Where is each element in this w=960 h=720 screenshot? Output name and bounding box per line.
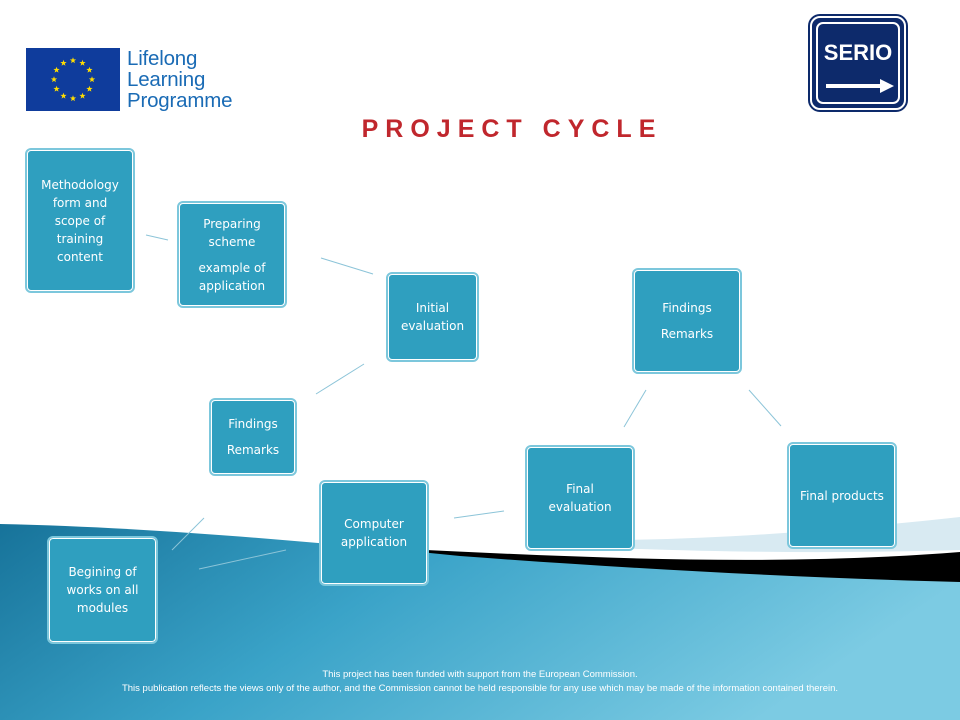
eu-star-icon	[53, 66, 60, 73]
node-initial-evaluation: Initial evaluation	[386, 272, 479, 362]
connector-line	[315, 363, 365, 395]
eu-star-icon	[79, 92, 86, 99]
node-text: application	[198, 278, 266, 293]
footer-line: This project has been funded with suppor…	[322, 669, 638, 680]
node-text: evaluation	[400, 319, 465, 333]
node-final-evaluation: Final evaluation	[525, 445, 635, 551]
footer-disclaimer: This project has been funded with suppor…	[0, 668, 960, 696]
eu-star-icon	[88, 76, 96, 83]
node-text: example of	[198, 260, 266, 275]
eu-star-icon	[60, 59, 67, 66]
logo-text: Lifelong Learning Programme	[127, 48, 232, 111]
logo-line: Programme	[127, 89, 233, 112]
connector-line	[453, 510, 505, 519]
eu-star-icon	[86, 85, 93, 92]
connector-line	[748, 389, 782, 427]
node-text: training	[56, 231, 104, 246]
node-text: content	[57, 249, 103, 264]
node-text: scope of	[54, 213, 106, 228]
node-preparing: Preparing scheme example of application	[177, 201, 287, 308]
connector-line	[171, 517, 205, 551]
connector-line	[623, 389, 647, 428]
connector-line	[198, 549, 287, 570]
node-text: application	[340, 535, 408, 549]
eu-star-icon	[53, 85, 60, 92]
connector-line	[145, 234, 169, 241]
arrow-right-icon	[826, 79, 894, 93]
node-text: Findings	[228, 417, 278, 431]
serio-label: SERIO	[823, 40, 893, 65]
serio-logo: SERIO	[808, 14, 908, 112]
logo-line: Lifelong	[127, 47, 198, 70]
eu-star-icon	[79, 59, 86, 66]
eu-star-icon	[50, 76, 58, 83]
node-methodology: Methodology form and scope of training c…	[25, 148, 135, 293]
node-text: Initial	[415, 301, 450, 315]
node-text: form and	[52, 195, 108, 210]
node-text: evaluation	[548, 500, 612, 514]
node-final-products: Final products	[787, 442, 897, 549]
node-text: Begining of	[68, 565, 137, 579]
node-text: Final	[566, 482, 594, 496]
node-findings-left: Findings Remarks	[209, 398, 297, 476]
eu-flag-icon	[26, 48, 120, 111]
page-title: PROJECT CYCLE	[361, 115, 663, 143]
eu-star-icon	[60, 92, 67, 99]
node-text: Computer	[344, 517, 404, 531]
eu-star-icon	[69, 57, 77, 64]
node-text: Final products	[800, 488, 884, 503]
node-text: works on all	[66, 583, 139, 597]
node-text: Remarks	[226, 443, 280, 457]
node-findings-right: Findings Remarks	[632, 268, 742, 374]
eu-star-icon	[86, 66, 93, 73]
node-text: Findings	[662, 301, 712, 315]
node-text: Preparing	[203, 216, 261, 231]
node-text: Methodology	[41, 177, 119, 192]
node-text: scheme	[208, 234, 256, 249]
lifelong-learning-logo: Lifelong Learning Programme	[26, 48, 232, 111]
node-begining-of-works: Begining of works on all modules	[47, 536, 158, 644]
connector-line	[320, 257, 374, 275]
logo-line: Learning	[127, 68, 206, 91]
footer-line: This publication reflects the views only…	[121, 683, 839, 694]
node-computer-application: Computer application	[319, 480, 429, 586]
eu-star-icon	[69, 95, 77, 102]
node-text: modules	[76, 601, 129, 615]
node-text: Remarks	[660, 327, 714, 341]
